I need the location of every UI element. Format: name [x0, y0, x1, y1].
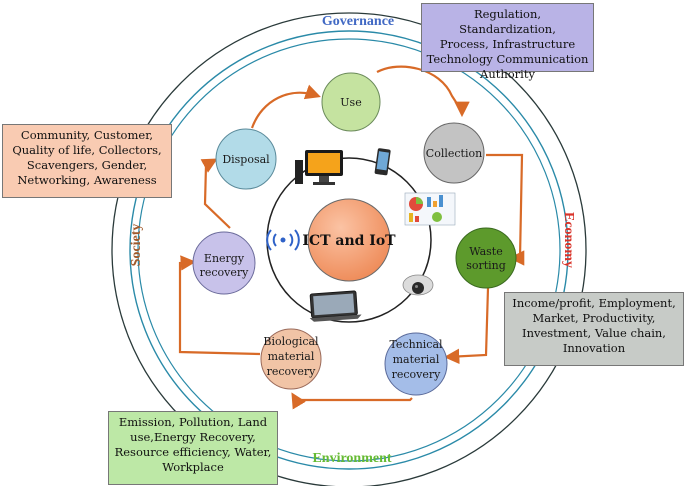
society-box: Community, Customer, Quality of life, Co… [2, 124, 172, 198]
stage-waste-sorting-line2: sorting [466, 259, 506, 272]
environment-box: Emission, Pollution, Land use,Energy Rec… [108, 411, 278, 485]
tablet-icon [309, 290, 362, 322]
stage-collection: Collection [423, 122, 485, 184]
center-circle [307, 198, 391, 282]
stage-biological-line3: recovery [267, 365, 317, 378]
arrow-use-collection [376, 65, 470, 118]
stage-use-label: Use [340, 96, 361, 109]
middle-ring [129, 30, 569, 470]
arrow-sorting-technical [443, 287, 490, 365]
inner-ring [137, 38, 561, 462]
governance-box: Regulation, Standardization, Process, In… [421, 3, 594, 81]
stage-technical-line1: Technical [389, 338, 443, 351]
stage-biological-line1: Biological [263, 335, 319, 348]
stage-disposal-label: Disposal [222, 153, 270, 166]
stage-waste-sorting-line1: Waste [469, 245, 502, 258]
stage-technical-line2: material [393, 353, 440, 366]
governance-label: Governance [322, 14, 394, 29]
outer-ring [111, 12, 587, 486]
stage-disposal: Disposal [215, 128, 277, 190]
stage-biological-material-recovery: Biological material recovery [260, 328, 322, 390]
stage-technical-line3: recovery [392, 368, 442, 381]
arrow-biological-energy [178, 255, 261, 356]
arrow-technical-biological [291, 392, 413, 410]
environment-label: Environment [312, 451, 391, 466]
stage-collection-label: Collection [426, 147, 482, 160]
stage-use: Use [321, 72, 381, 132]
economy-label: Economy [561, 212, 576, 268]
stage-energy-line2: recovery [200, 266, 250, 279]
economy-box: Income/profit, Employment, Market, Produ… [504, 292, 684, 366]
stage-biological-line2: material [268, 350, 315, 363]
stage-energy-line1: Energy [204, 252, 245, 265]
wireless-signal-icon [266, 229, 300, 251]
security-camera-icon [402, 274, 434, 296]
arrow-disposal-use [250, 84, 321, 129]
smartphone-icon [374, 148, 391, 176]
center-label: ICT and IoT [302, 233, 396, 249]
desktop-computer-icon [295, 150, 343, 185]
society-label: Society [129, 224, 144, 267]
arrow-energy-disposal [200, 158, 231, 229]
stage-technical-material-recovery: Technical material recovery [384, 332, 448, 396]
stage-waste-sorting: Waste sorting [455, 227, 517, 289]
dashboard-chart-icon [404, 192, 456, 226]
stage-energy-recovery: Energy recovery [192, 231, 256, 295]
